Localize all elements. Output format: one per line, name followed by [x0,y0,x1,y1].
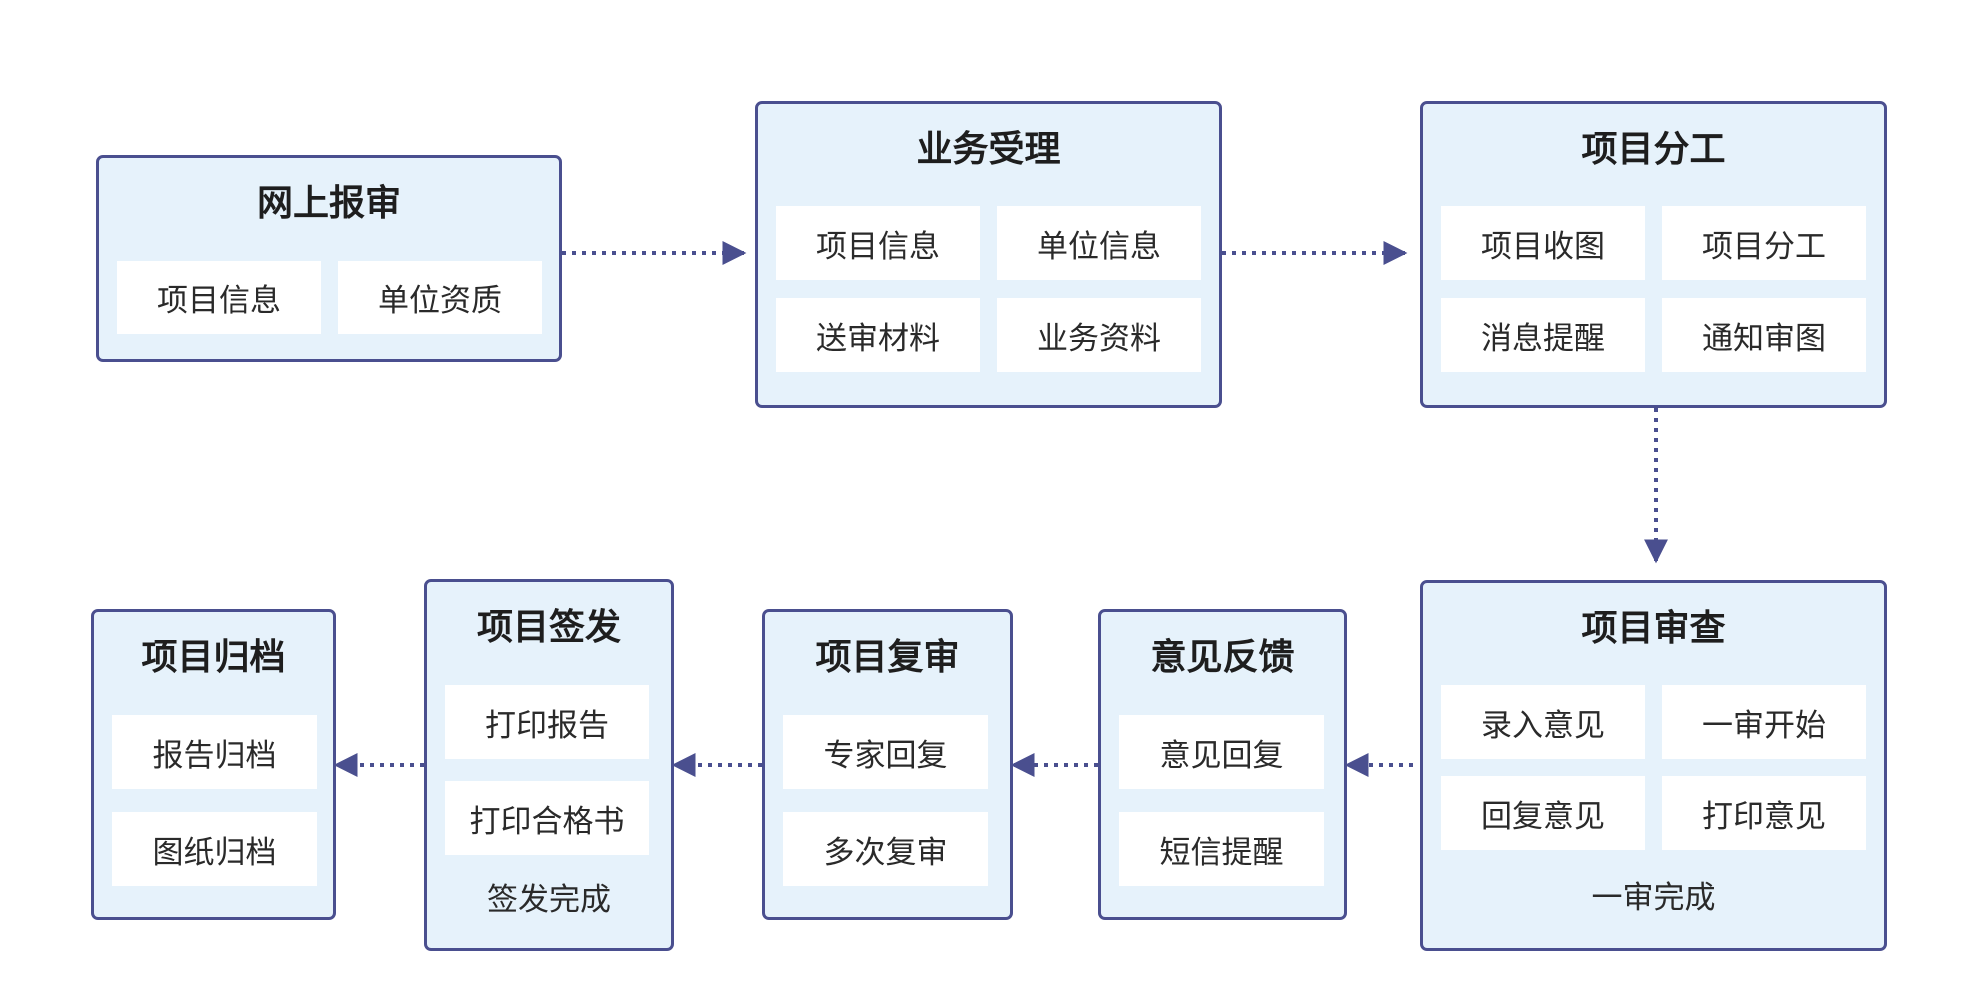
node-item: 短信提醒 [1119,812,1324,886]
node-title: 项目归档 [141,637,286,678]
node-item: 通知审图 [1662,298,1866,372]
node-title: 网上报审 [256,183,401,224]
node-title: 项目签发 [476,607,621,648]
node-item: 打印意见 [1662,776,1866,850]
node-item: 项目信息 [776,206,980,280]
node-item: 一审开始 [1662,685,1866,759]
node-project-assignment: 项目分工 项目收图 项目分工 消息提醒 通知审图 [1420,101,1887,408]
node-business-acceptance: 业务受理 项目信息 单位信息 送审材料 业务资料 [755,101,1222,408]
node-item: 专家回复 [783,715,988,789]
node-item: 录入意见 [1441,685,1645,759]
node-title: 项目复审 [815,637,960,678]
node-item: 项目分工 [1662,206,1866,280]
node-item: 意见回复 [1119,715,1324,789]
node-item: 项目信息 [117,261,321,334]
node-footer: 签发完成 [487,882,611,918]
node-item: 打印报告 [445,685,649,759]
node-item: 回复意见 [1441,776,1645,850]
node-title: 业务受理 [916,129,1061,170]
node-title: 意见反馈 [1150,637,1295,678]
node-project-archive: 项目归档 报告归档 图纸归档 [91,609,336,920]
node-project-recheck: 项目复审 专家回复 多次复审 [762,609,1013,920]
node-item: 业务资料 [997,298,1201,372]
node-project-issuance: 项目签发 打印报告 打印合格书 签发完成 [424,579,674,951]
node-item: 消息提醒 [1441,298,1645,372]
node-opinion-feedback: 意见反馈 意见回复 短信提醒 [1098,609,1347,920]
node-item: 单位资质 [338,261,542,334]
node-item: 打印合格书 [445,781,649,855]
node-item: 图纸归档 [112,812,317,886]
node-item: 送审材料 [776,298,980,372]
node-item: 多次复审 [783,812,988,886]
node-footer: 一审完成 [1591,880,1716,916]
node-project-review: 项目审查 录入意见 一审开始 回复意见 打印意见 一审完成 [1420,580,1887,951]
node-title: 项目分工 [1581,129,1726,170]
node-item: 项目收图 [1441,206,1645,280]
node-item: 报告归档 [112,715,317,789]
node-online-submission: 网上报审 项目信息 单位资质 [96,155,562,362]
node-item: 单位信息 [997,206,1201,280]
node-title: 项目审查 [1581,608,1726,649]
